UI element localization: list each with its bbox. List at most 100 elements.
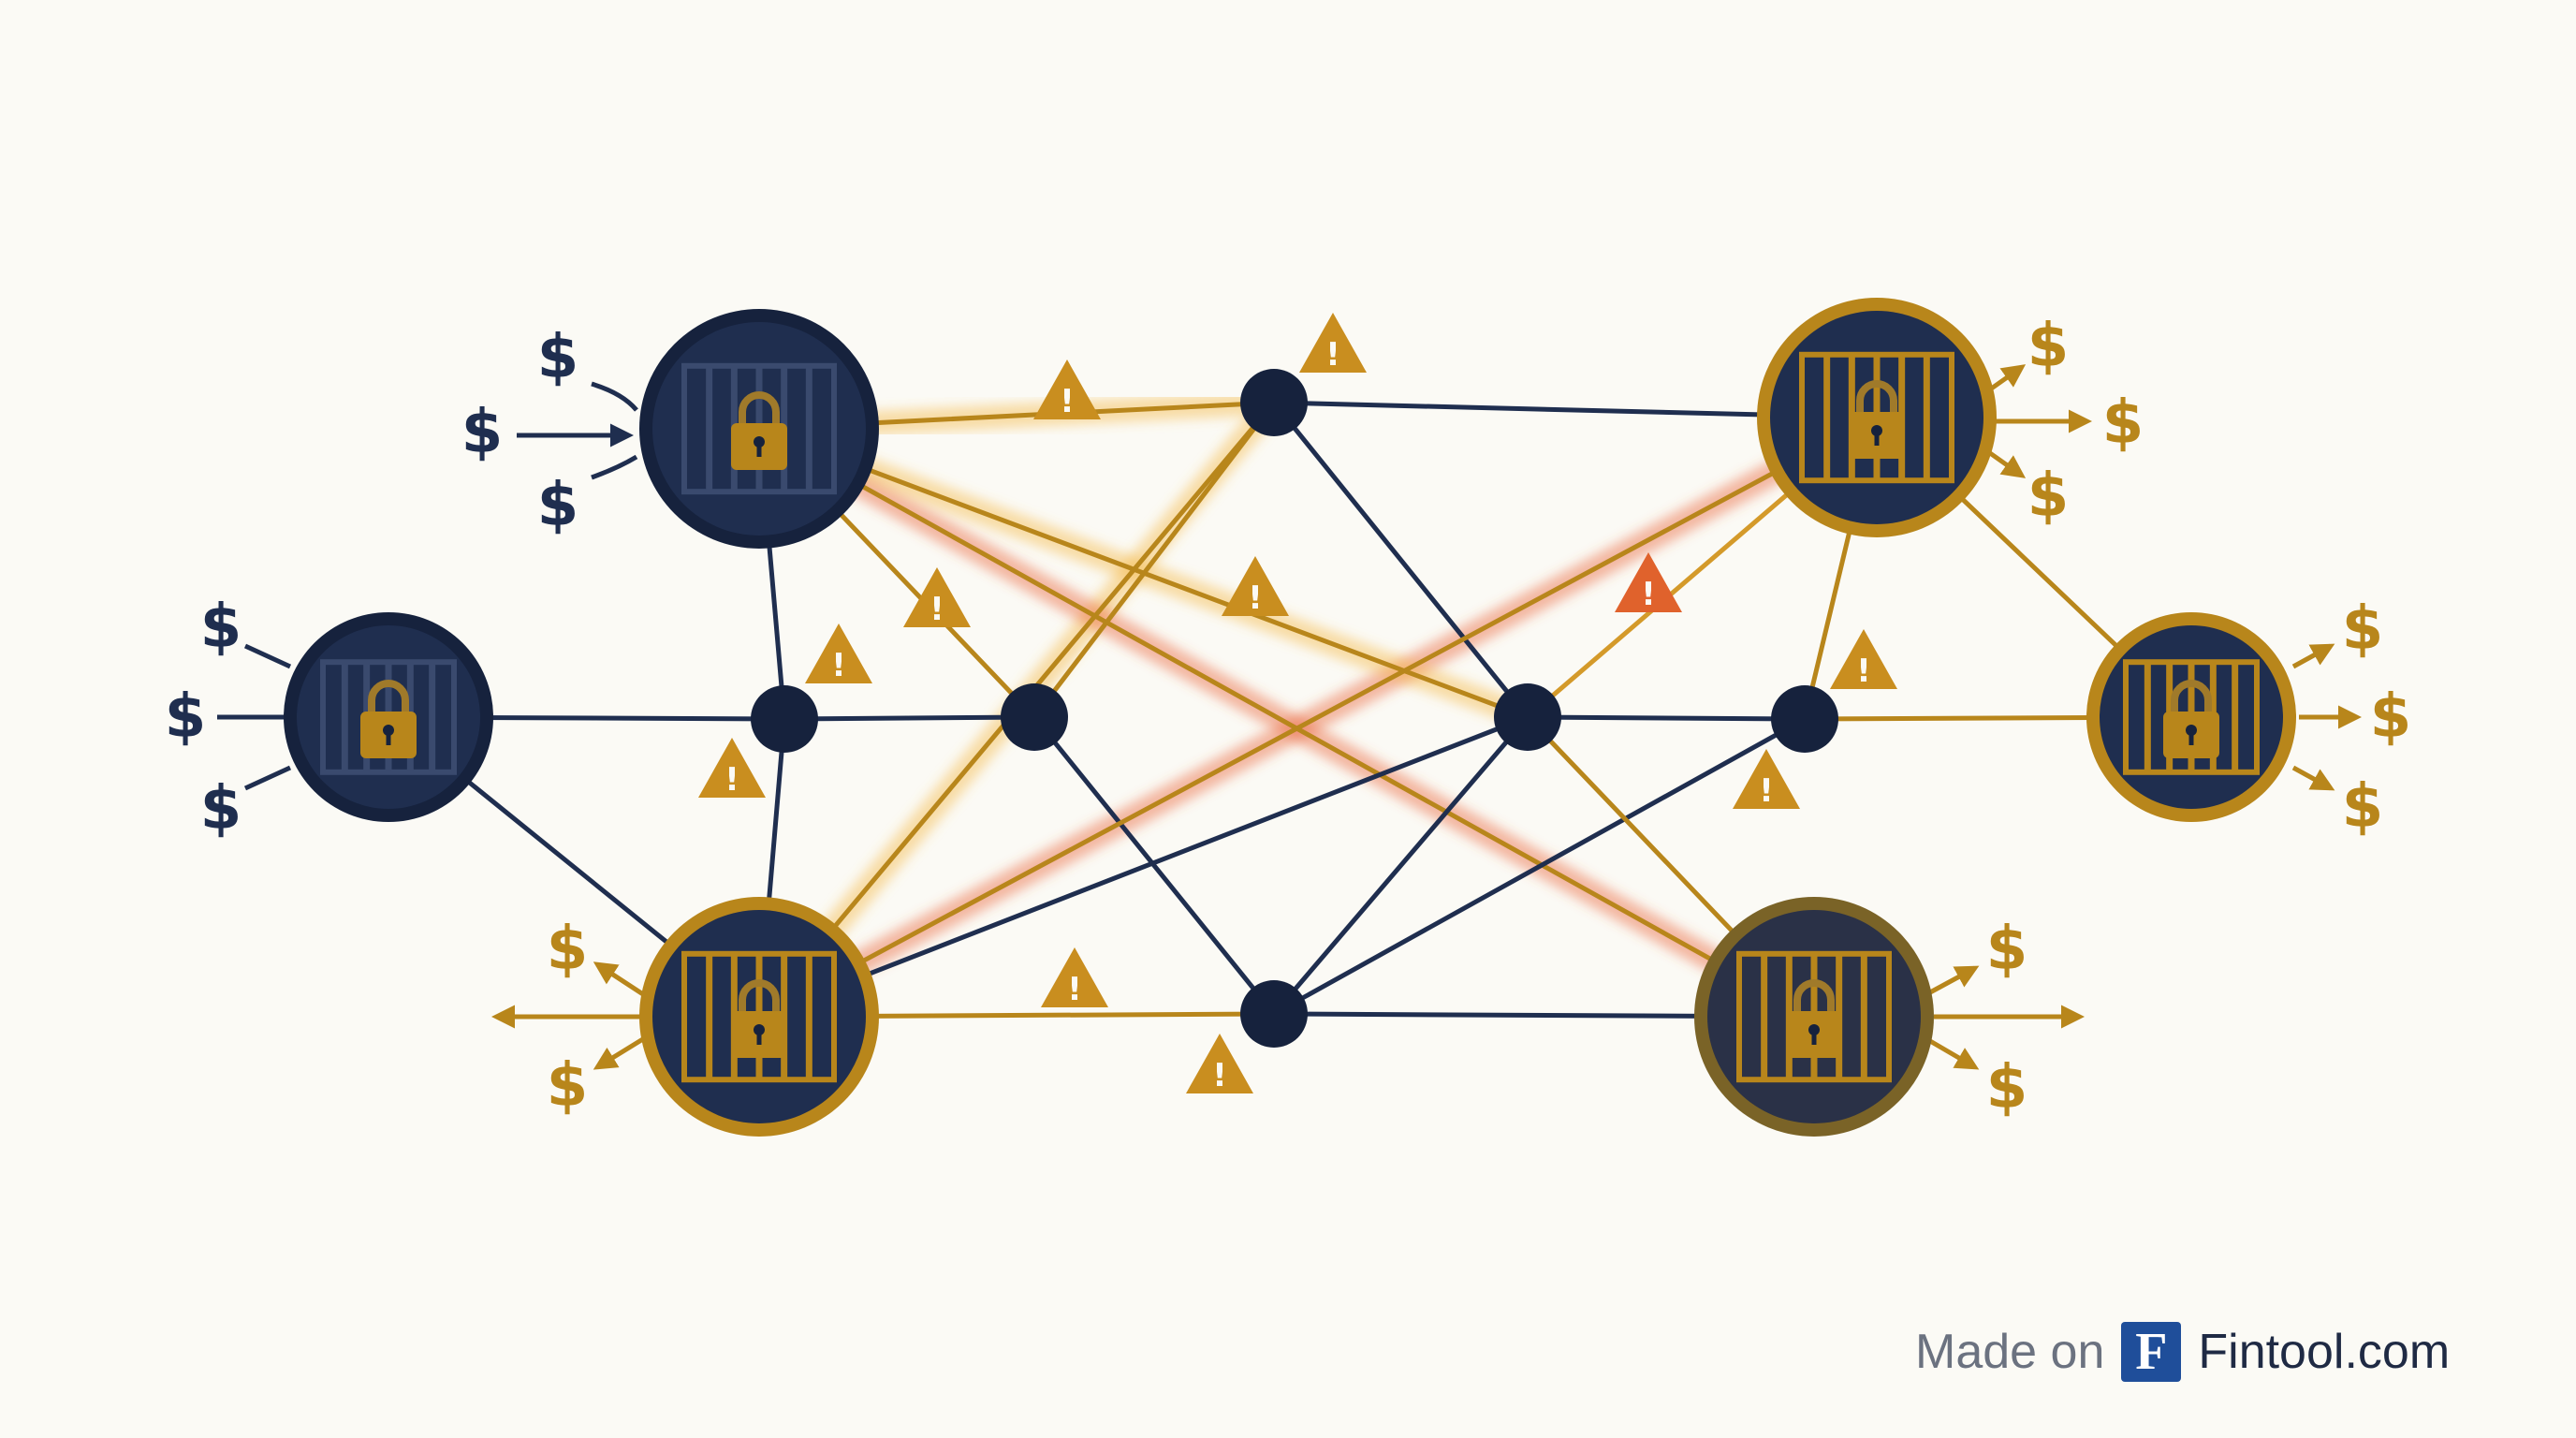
warning-mark: ! <box>1759 772 1774 810</box>
padlock-shackle <box>739 979 780 1013</box>
padlock-keyhole <box>2186 725 2197 736</box>
flow-arrow <box>1928 1038 1980 1070</box>
edge-line <box>756 426 1817 1020</box>
warning-triangle-icon: ! <box>1733 749 1800 810</box>
flow-line <box>243 765 292 791</box>
dollar-icon: $ <box>1986 915 2028 984</box>
padlock-shackle <box>368 680 409 713</box>
warning-mark: ! <box>724 761 739 799</box>
warning-triangle-icon: ! <box>805 624 872 684</box>
warning-triangle-shape <box>1186 1034 1253 1093</box>
padlock-keyhole-slot <box>756 444 762 457</box>
flow-arrow <box>1928 965 1980 995</box>
warning-triangle-icon: ! <box>698 738 766 799</box>
warning-triangle-shape <box>1615 552 1682 612</box>
edge-line <box>1032 714 1277 1017</box>
warning-triangle-icon: ! <box>1615 552 1682 613</box>
warning-mark: ! <box>1856 653 1871 690</box>
junction-node <box>1771 685 1838 753</box>
padlock-icon <box>2163 680 2219 758</box>
junction-node <box>751 685 818 753</box>
dollar-icon: $ <box>2370 682 2412 752</box>
warning-triangle-shape <box>1830 629 1897 689</box>
warning-triangle-shape <box>698 738 766 798</box>
warning-triangle-shape <box>1033 360 1101 419</box>
hub-left-top <box>639 309 879 549</box>
flow-arrow <box>2291 643 2335 669</box>
dollar-icon: $ <box>200 774 242 844</box>
warning-mark: ! <box>1212 1057 1227 1094</box>
warning-triangle-shape <box>1733 749 1800 809</box>
flow-arrow <box>1988 450 2027 478</box>
padlock-keyhole-slot <box>2188 732 2194 745</box>
dollar-icon: $ <box>537 471 579 540</box>
dollar-icon: $ <box>2102 389 2144 458</box>
padlock-shackle <box>1856 380 1897 414</box>
warnings: !!!!!!!!!!! <box>698 313 1897 1094</box>
dollar-icon: $ <box>547 1051 589 1121</box>
warning-mark: ! <box>1641 576 1656 613</box>
padlock-keyhole <box>1808 1024 1820 1035</box>
padlock-keyhole <box>383 725 394 736</box>
padlock-keyhole <box>754 436 765 448</box>
padlock-icon <box>1786 979 1842 1058</box>
warning-triangle-shape <box>805 624 872 683</box>
dollar-icon: $ <box>200 593 242 662</box>
edge-line <box>756 426 1530 720</box>
edge-line <box>1032 400 1277 720</box>
padlock-shackle <box>739 391 780 425</box>
junction-node <box>1240 980 1308 1048</box>
warning-triangle-shape <box>903 567 971 627</box>
warning-mark: ! <box>831 647 846 684</box>
flow-arrow <box>1988 364 2027 392</box>
edge-line <box>1271 714 1530 1017</box>
edge-line <box>756 415 1880 1020</box>
flow-arrow <box>593 961 648 999</box>
warning-triangle-shape <box>1222 556 1289 616</box>
hub-right-bottom <box>1694 897 1934 1137</box>
padlock-keyhole-slot <box>1811 1032 1817 1045</box>
padlock-icon <box>731 391 787 470</box>
warning-triangle-icon: ! <box>1222 556 1289 617</box>
junction-nodes <box>751 369 1838 1048</box>
edge-line <box>1271 716 1808 1017</box>
dollar-icon: $ <box>2027 312 2070 381</box>
hub-right-mid <box>2086 612 2296 822</box>
watermark[interactable]: Made on F Fintool.com <box>1915 1314 2450 1389</box>
dollar-icon: $ <box>2027 462 2070 531</box>
warning-mark: ! <box>1325 336 1340 374</box>
warning-triangle-shape <box>1041 947 1108 1007</box>
padlock-icon <box>360 680 417 758</box>
dollar-icon: $ <box>547 915 589 984</box>
edge-line <box>1271 400 1530 720</box>
hub-left-bottom <box>639 897 879 1137</box>
warning-triangle-icon: ! <box>1186 1034 1253 1094</box>
dollar-icon: $ <box>2342 772 2384 842</box>
padlock-shackle <box>2171 680 2212 713</box>
padlock-keyhole-slot <box>756 1032 762 1045</box>
warning-triangle-icon: ! <box>1041 947 1108 1008</box>
padlock-keyhole-slot <box>1874 433 1880 446</box>
warning-triangle-icon: ! <box>1299 313 1367 374</box>
padlock-keyhole <box>754 1024 765 1035</box>
hub-left-mid <box>284 612 493 822</box>
dollar-icon: $ <box>2342 594 2384 664</box>
flow-line <box>243 643 292 669</box>
flow-arrow <box>2291 765 2335 791</box>
hub-right-top <box>1757 298 1997 537</box>
watermark-made-on: Made on <box>1915 1325 2105 1379</box>
padlock-keyhole-slot <box>386 732 391 745</box>
flow-curve <box>591 381 638 412</box>
edge-line <box>1525 714 1808 722</box>
warning-triangle-icon: ! <box>1033 360 1101 420</box>
warning-triangle-shape <box>1299 313 1367 373</box>
dollar-icon: $ <box>165 682 207 752</box>
junction-node <box>1001 683 1068 751</box>
flow-curve <box>591 454 638 480</box>
dollar-icon: $ <box>461 398 504 467</box>
warning-triangle-icon: ! <box>903 567 971 628</box>
money-flows: $$$$$$$$$$$$$$$$ <box>165 312 2412 1123</box>
warning-mark: ! <box>1067 971 1082 1008</box>
warning-mark: ! <box>929 591 944 628</box>
